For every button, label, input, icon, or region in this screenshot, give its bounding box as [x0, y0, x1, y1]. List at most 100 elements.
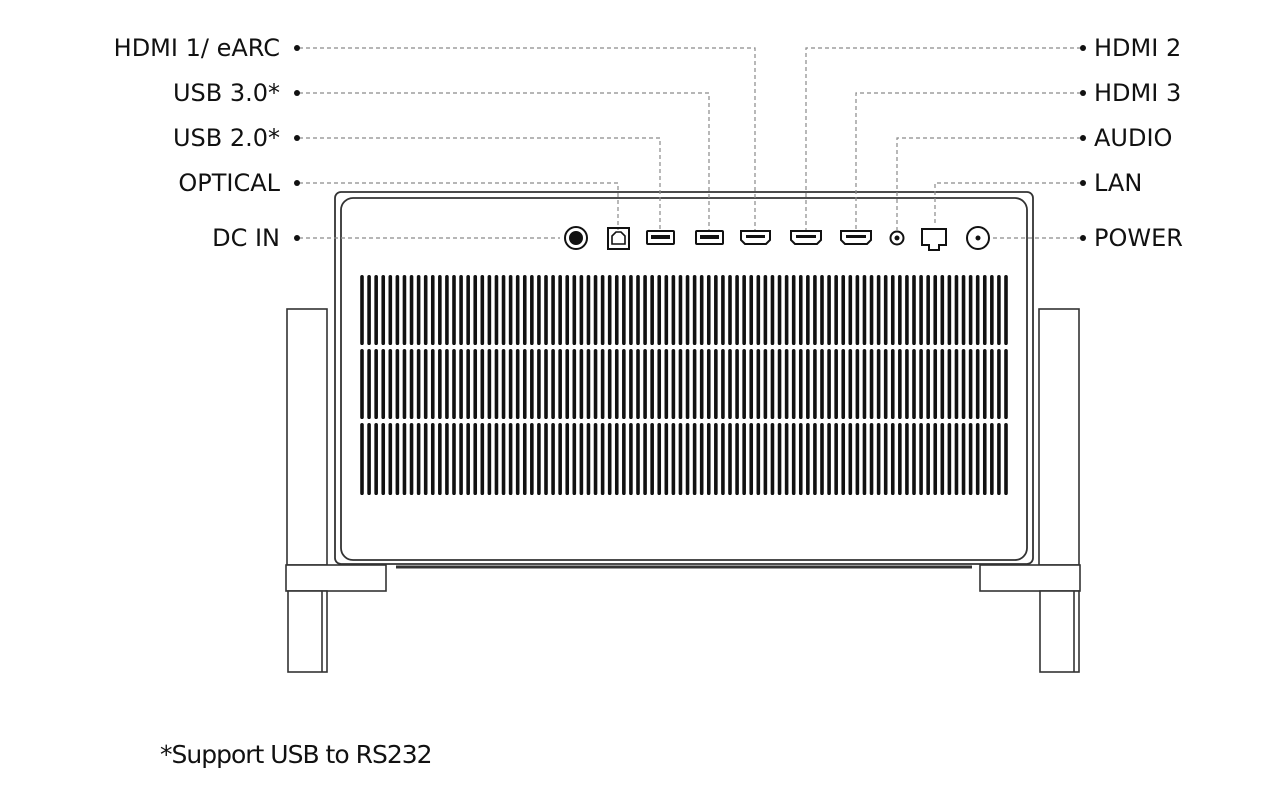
vent-slot	[671, 423, 676, 495]
leader-hdmi1	[299, 47, 756, 230]
vent-slot	[721, 275, 725, 345]
vent-slot	[600, 423, 605, 495]
vent-slot	[374, 423, 378, 495]
vent-slot	[798, 349, 803, 419]
vent-slot	[537, 423, 541, 495]
vent-slot	[614, 423, 619, 495]
vent-slot	[657, 423, 662, 495]
vent-slot	[395, 349, 400, 419]
vent-slot	[452, 275, 456, 345]
vent-slot	[912, 423, 916, 495]
vent-slot	[968, 423, 973, 495]
vent-slot	[664, 423, 669, 495]
vent-slot	[671, 349, 676, 419]
vent-slot	[501, 275, 506, 345]
vent-slot	[714, 349, 718, 419]
vent-slot	[430, 349, 435, 419]
vent-slot	[855, 349, 860, 419]
vent-slot	[409, 275, 414, 345]
vent-slot	[820, 349, 824, 419]
vent-slot	[551, 423, 555, 495]
label-hdmi3: HDMI 3	[1094, 79, 1182, 107]
vent-slot	[827, 423, 831, 495]
vent-slot	[706, 423, 711, 495]
vent-slot	[650, 275, 654, 345]
vent-slot	[522, 423, 527, 495]
vent-slot	[798, 423, 803, 495]
label-dc-in: DC IN	[212, 224, 280, 252]
vent-slot	[742, 349, 746, 419]
vent-slot	[876, 349, 881, 419]
vent-slot	[763, 349, 768, 419]
vent-slot	[438, 349, 442, 419]
vent-slot	[593, 423, 598, 495]
usb-port-icon	[646, 230, 675, 245]
vent-slot	[544, 423, 548, 495]
vent-slot	[806, 423, 810, 495]
vent-slot	[409, 349, 414, 419]
vent-slot	[678, 423, 683, 495]
vent-slot	[706, 275, 711, 345]
vent-slot	[395, 275, 400, 345]
vent-slot	[657, 275, 662, 345]
vent-slot	[565, 423, 570, 495]
vent-slot	[961, 349, 966, 419]
label-audio: AUDIO	[1094, 124, 1173, 152]
label-hdmi2: HDMI 2	[1094, 34, 1182, 62]
vent-slot	[579, 275, 584, 345]
vent-slot	[508, 349, 513, 419]
vent-slot	[494, 349, 499, 419]
vent-slot	[770, 275, 775, 345]
vent-slot	[530, 349, 534, 419]
vent-slot	[678, 349, 683, 419]
vent-slot	[933, 349, 938, 419]
vent-slot	[926, 423, 930, 495]
leader-usb3	[299, 92, 710, 230]
vent-slot	[614, 275, 619, 345]
vent-slot	[975, 349, 980, 419]
vent-slot	[593, 349, 598, 419]
ethernet-port-icon	[921, 228, 947, 251]
vent-slot	[622, 349, 626, 419]
vent-slot	[784, 423, 789, 495]
vent-slot	[947, 423, 952, 495]
vent-slot	[593, 275, 598, 345]
vent-slot	[905, 349, 909, 419]
vent-slot	[862, 423, 867, 495]
vent-slot	[940, 275, 945, 345]
vent-slot	[487, 349, 492, 419]
vent-slot	[388, 275, 393, 345]
vent-slot	[770, 423, 775, 495]
vent-slot	[522, 349, 527, 419]
vent-slot	[883, 275, 888, 345]
vent-slot	[671, 275, 676, 345]
vent-slot	[438, 423, 442, 495]
vent-slot	[890, 275, 895, 345]
vent-slot	[699, 423, 704, 495]
vent-slot	[728, 275, 732, 345]
vent-slot	[777, 349, 782, 419]
label-hdmi1-earc: HDMI 1/ eARC	[113, 34, 280, 62]
hdmi-port-icon	[790, 230, 822, 245]
vent-slot	[579, 423, 584, 495]
vent-slot	[749, 423, 754, 495]
vent-slot	[883, 349, 888, 419]
vent-slot	[388, 349, 393, 419]
label-optical: OPTICAL	[178, 169, 280, 197]
vent-slot	[926, 349, 930, 419]
vent-slot	[862, 349, 867, 419]
vent-slot	[685, 349, 690, 419]
vent-slot	[806, 275, 810, 345]
leader-hdmi2	[805, 47, 1081, 230]
vent-slot	[466, 423, 470, 495]
vent-slot	[388, 423, 393, 495]
dc-barrel-jack-icon	[564, 226, 588, 250]
vent-slot	[395, 423, 400, 495]
vent-slot	[614, 349, 619, 419]
vent-slot	[975, 423, 980, 495]
vent-slot	[721, 349, 725, 419]
vent-slot	[735, 275, 739, 345]
vent-slot	[742, 275, 746, 345]
vent-slot	[876, 423, 881, 495]
vent-slot	[473, 275, 478, 345]
